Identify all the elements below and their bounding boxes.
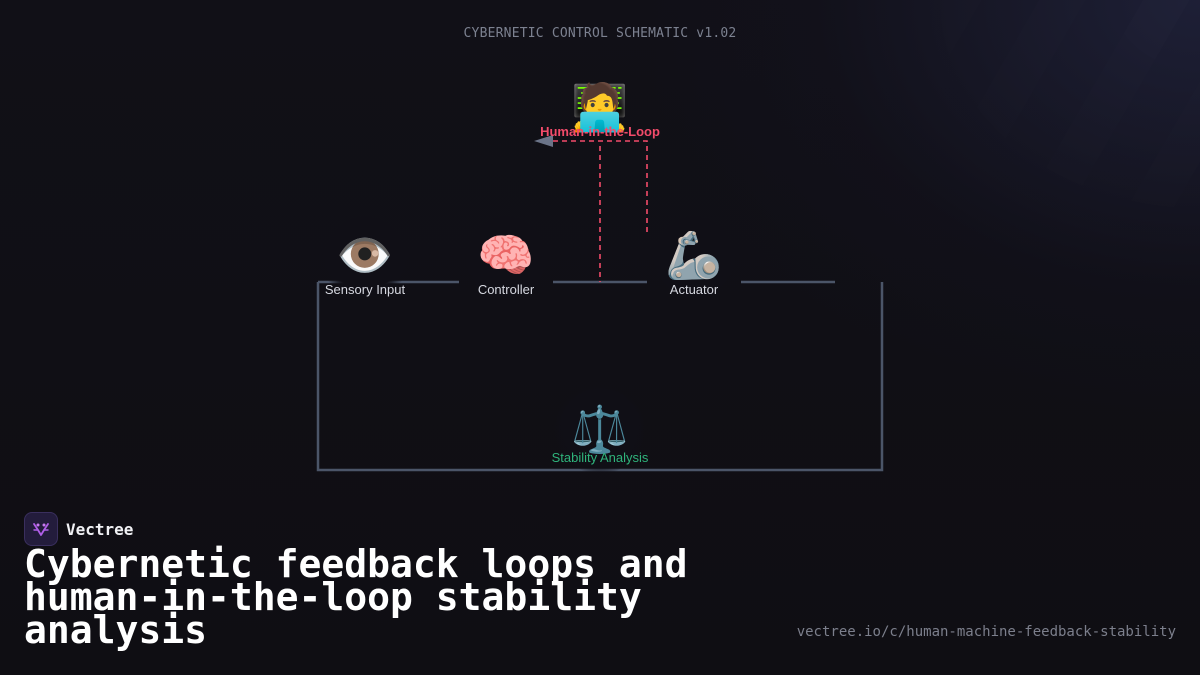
- page-url[interactable]: vectree.io/c/human-machine-feedback-stab…: [796, 624, 1176, 640]
- node-actuator[interactable]: 🦾 Actuator: [629, 210, 759, 300]
- brand-name: Vectree: [66, 519, 134, 539]
- brain-icon: 🧠: [461, 210, 551, 300]
- page-title: Cybernetic feedback loops and human-in-t…: [24, 542, 688, 652]
- controller-label: Controller: [477, 282, 535, 297]
- vectree-logo-icon: [24, 512, 58, 546]
- node-stability-analysis[interactable]: ⚖️ Stability Analysis: [535, 384, 665, 474]
- node-controller[interactable]: 🧠 Controller: [441, 210, 571, 300]
- balance-scale-icon: ⚖️: [555, 384, 645, 474]
- arrow-into-human: [534, 135, 553, 147]
- node-human-in-the-loop[interactable]: 🧑‍💻 Human-in-the-Loop: [535, 62, 665, 139]
- human-in-the-loop-label: Human-in-the-Loop: [540, 124, 660, 139]
- person-at-laptop-icon: 🧑‍💻: [571, 80, 629, 134]
- human-link-actuator: [553, 140, 648, 232]
- actuator-label: Actuator: [669, 282, 719, 297]
- node-sensory-input[interactable]: 👁️ Sensory Input: [300, 210, 430, 300]
- eye-icon: 👁️: [320, 210, 410, 300]
- sensory-input-label: Sensory Input: [324, 282, 406, 297]
- mechanical-arm-icon: 🦾: [649, 210, 739, 300]
- brand[interactable]: Vectree: [24, 512, 133, 546]
- stability-analysis-label: Stability Analysis: [551, 450, 649, 465]
- schematic-title: CYBERNETIC CONTROL SCHEMATIC v1.02: [463, 26, 737, 41]
